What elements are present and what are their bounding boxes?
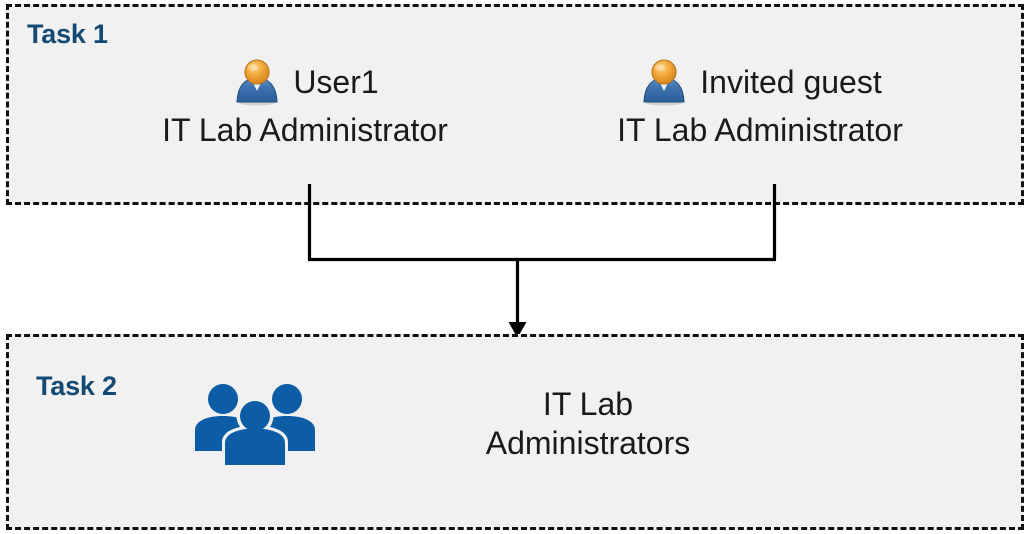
group-label-line-1: IT Lab <box>542 385 634 422</box>
task-2-container <box>6 334 1024 530</box>
person-invited-guest-name: Invited guest <box>700 64 882 100</box>
group-it-lab-administrators: IT Lab Administrators <box>190 378 830 470</box>
user-group-icon <box>190 378 320 470</box>
single-user-icon <box>231 58 283 106</box>
person-user1-role: IT Lab Administrator <box>162 112 448 148</box>
group-label-line-2: Administrators <box>485 425 691 461</box>
person-user1-name: User1 <box>293 64 379 100</box>
person-invited-guest-header: Invited guest <box>560 56 960 108</box>
task-2-label: Task 2 <box>36 371 117 401</box>
single-user-icon <box>638 58 690 106</box>
person-invited-guest-role: IT Lab Administrator <box>617 112 903 148</box>
task-1-container <box>6 4 1024 205</box>
person-invited-guest: Invited guest IT Lab Administrator <box>560 56 960 146</box>
person-user1: User1 IT Lab Administrator <box>125 56 485 146</box>
group-label: IT Lab Administrators <box>320 385 830 463</box>
person-user1-header: User1 <box>125 56 485 108</box>
task-1-label: Task 1 <box>27 19 108 49</box>
